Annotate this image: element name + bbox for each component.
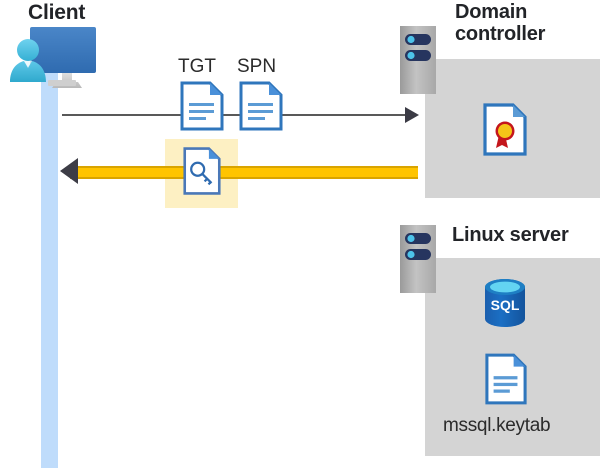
keytab-document-icon — [485, 353, 527, 405]
keytab-filename-label: mssql.keytab — [443, 415, 551, 436]
client-lifeline — [41, 68, 58, 468]
response-arrowhead-icon — [60, 158, 78, 184]
spn-document-icon — [239, 81, 283, 131]
domain-controller-server-rack-icon — [400, 26, 436, 94]
tgt-label: TGT — [178, 56, 216, 77]
sql-database-icon: SQL — [483, 277, 527, 329]
domain-controller-title-line1: Domain — [455, 1, 528, 23]
spn-label: SPN — [237, 56, 277, 77]
client-title: Client — [28, 1, 86, 24]
key-document-icon — [183, 146, 221, 196]
tgt-document-icon — [180, 81, 224, 131]
certificate-document-icon — [483, 103, 527, 156]
linux-server-server-rack-icon — [400, 225, 436, 293]
request-arrowhead-icon — [405, 107, 419, 123]
response-arrow-line — [70, 166, 418, 179]
domain-controller-title: Domain controller — [455, 1, 595, 45]
linux-server-title: Linux server — [452, 224, 569, 246]
user-workstation-icon — [8, 20, 118, 100]
domain-controller-title-line2: controller — [455, 22, 546, 45]
svg-text:SQL: SQL — [491, 297, 520, 313]
